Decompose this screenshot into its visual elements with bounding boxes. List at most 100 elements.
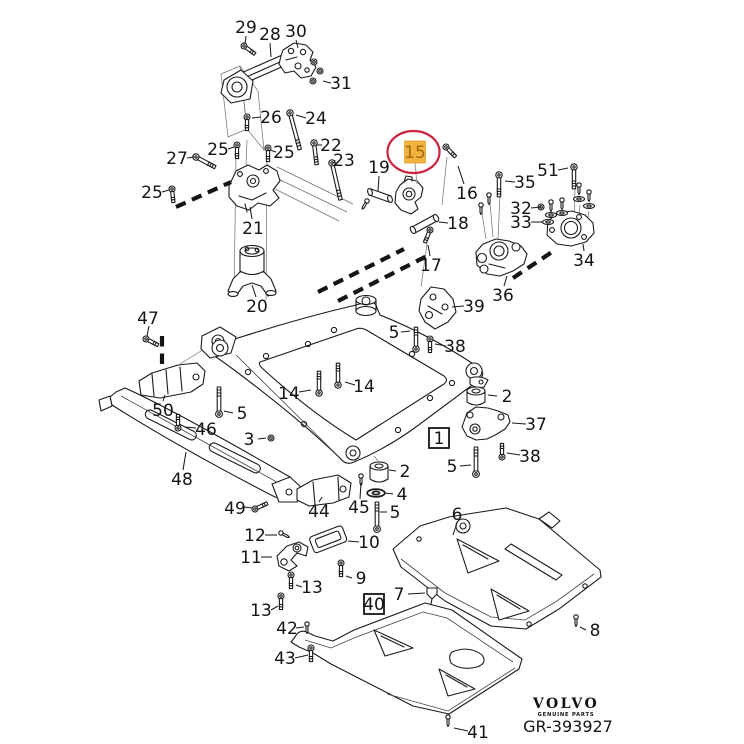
callout-43[interactable]: 43 (274, 649, 309, 669)
callout-13[interactable]: 13 (295, 578, 323, 598)
part-mount-15 (394, 175, 424, 215)
callout-number: 25 (273, 143, 295, 163)
callout-30[interactable]: 30 (285, 22, 307, 49)
callout-38[interactable]: 38 (506, 447, 541, 467)
callout-5[interactable]: 5 (447, 457, 472, 477)
callout-3[interactable]: 3 (244, 430, 267, 450)
bolt-25c (168, 185, 177, 204)
callout-23[interactable]: 23 (333, 151, 355, 171)
callout-48[interactable]: 48 (171, 451, 193, 490)
callout-18[interactable]: 18 (438, 214, 469, 234)
stud-34c (548, 199, 554, 213)
part-mount-20 (227, 244, 277, 297)
callout-10[interactable]: 10 (347, 533, 380, 553)
callout-number: 2 (502, 387, 513, 407)
callout-number: 7 (394, 585, 405, 605)
callout-number: 26 (260, 108, 282, 128)
callout-4[interactable]: 4 (384, 485, 407, 505)
callout-20[interactable]: 20 (246, 284, 268, 317)
callout-31[interactable]: 31 (322, 74, 352, 94)
callout-29[interactable]: 29 (235, 18, 257, 45)
callout-45[interactable]: 45 (348, 482, 370, 518)
callout-38[interactable]: 38 (434, 337, 466, 357)
callout-35[interactable]: 35 (504, 173, 536, 193)
subframe-holes (244, 326, 456, 434)
callout-number: 34 (573, 251, 595, 271)
callout-number: 3 (244, 430, 255, 450)
callout-39[interactable]: 39 (451, 297, 485, 317)
part-bushing-2-right (466, 386, 486, 406)
bolt-9 (337, 559, 345, 578)
callout-25[interactable]: 25 (207, 140, 235, 160)
bolt-5d (373, 501, 381, 533)
callout-25[interactable]: 25 (269, 143, 295, 163)
bolt-43 (307, 644, 315, 663)
callout-11[interactable]: 11 (240, 548, 272, 568)
callout-9[interactable]: 9 (345, 569, 366, 589)
callout-12[interactable]: 12 (244, 526, 277, 546)
brand-tagline: GENUINE PARTS (538, 712, 595, 718)
callout-13[interactable]: 13 (250, 601, 279, 621)
callout-41[interactable]: 41 (453, 723, 489, 743)
callout-40[interactable]: 40 (363, 593, 385, 615)
callout-27[interactable]: 27 (166, 149, 195, 169)
callout-2[interactable]: 2 (487, 387, 513, 407)
callout-number: 24 (305, 109, 327, 129)
footer: VOLVO GENUINE PARTS GR-393927 (523, 696, 613, 736)
callout-46[interactable]: 46 (184, 420, 217, 440)
callout-36[interactable]: 36 (492, 275, 514, 306)
callout-44[interactable]: 44 (308, 496, 330, 522)
callout-14[interactable]: 14 (344, 377, 375, 397)
callout-number: 28 (259, 25, 281, 45)
bolt-19 (359, 197, 371, 211)
callout-number: 33 (510, 213, 532, 233)
callout-2[interactable]: 2 (388, 462, 410, 482)
callout-1[interactable]: 1 (428, 427, 450, 449)
callout-33[interactable]: 33 (510, 213, 543, 233)
part-link-19 (367, 187, 393, 204)
nut-31c (309, 77, 317, 85)
callout-number: 5 (237, 404, 248, 424)
callout-32[interactable]: 32 (510, 199, 542, 219)
callout-21[interactable]: 21 (242, 206, 264, 239)
bolt-46 (174, 413, 182, 432)
callout-number: 13 (301, 578, 323, 598)
callout-26[interactable]: 26 (251, 108, 282, 128)
callout-17[interactable]: 17 (420, 244, 442, 276)
callout-number: 30 (285, 22, 307, 42)
bolt-14b (334, 362, 342, 389)
part-plate-10 (309, 525, 348, 554)
callout-42[interactable]: 42 (276, 619, 305, 639)
callout-6[interactable]: 6 (452, 505, 463, 536)
callout-47[interactable]: 47 (137, 309, 159, 337)
callout-37[interactable]: 37 (511, 415, 547, 435)
callout-number: 21 (242, 219, 264, 239)
callout-number: 49 (224, 499, 246, 519)
callout-number: 43 (274, 649, 296, 669)
assembly-dashed-lines (159, 180, 554, 367)
callout-7[interactable]: 7 (394, 585, 426, 605)
callout-25[interactable]: 25 (141, 183, 170, 203)
callout-16[interactable]: 16 (456, 165, 478, 204)
callout-28[interactable]: 28 (259, 25, 281, 58)
callout-number: 5 (447, 457, 458, 477)
callout-34[interactable]: 34 (573, 243, 595, 271)
callout-8[interactable]: 8 (579, 621, 600, 641)
callout-frame (363, 593, 385, 615)
callout-49[interactable]: 49 (224, 499, 253, 519)
callout-24[interactable]: 24 (295, 109, 327, 129)
callout-19[interactable]: 19 (368, 158, 390, 192)
callout-51[interactable]: 51 (537, 161, 569, 181)
callout-14[interactable]: 14 (278, 384, 312, 404)
callout-5[interactable]: 5 (389, 323, 411, 343)
callout-number: 39 (463, 297, 485, 317)
callout-number: 31 (330, 74, 352, 94)
callout-22[interactable]: 22 (317, 136, 342, 156)
callout-5[interactable]: 5 (223, 404, 248, 424)
callout-50[interactable]: 50 (152, 394, 174, 421)
washer-33 (541, 219, 555, 225)
callout-number: 27 (166, 149, 188, 169)
bolt-26 (243, 113, 251, 132)
callout-15[interactable]: 15 (386, 129, 441, 185)
callout-5[interactable]: 5 (380, 503, 400, 523)
